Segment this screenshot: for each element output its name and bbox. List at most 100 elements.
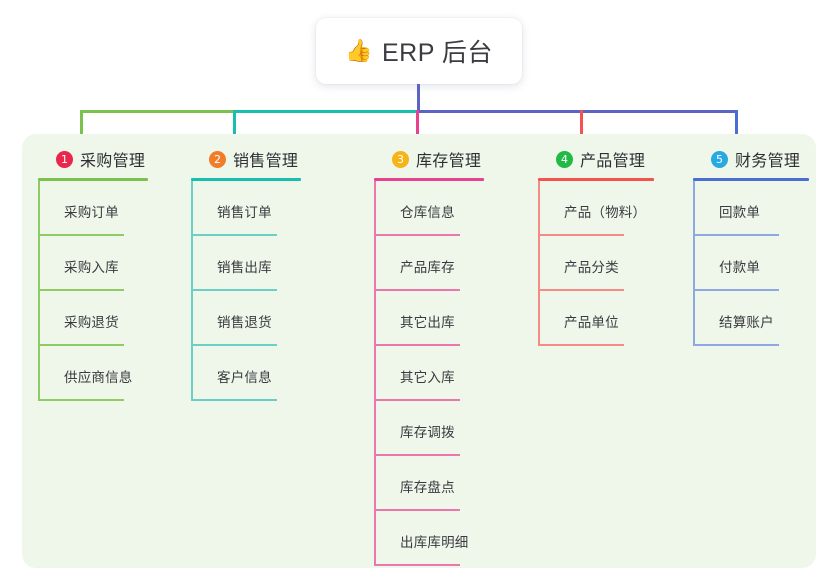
leaf-item-label: 销售订单	[217, 205, 272, 220]
leaf-stem	[374, 511, 376, 566]
branch-items-2: 销售订单销售出库销售退货客户信息	[191, 181, 351, 401]
leaf-item[interactable]: 销售订单	[191, 181, 351, 236]
branch-badge-2: 2	[209, 150, 226, 168]
leaf-item[interactable]: 产品分类	[538, 236, 698, 291]
leaf-item[interactable]: 客户信息	[191, 346, 351, 401]
leaf-item-label: 产品（物料）	[564, 205, 647, 220]
branch-column-2: 2 销售管理 销售订单销售出库销售退货客户信息	[191, 146, 351, 401]
leaf-stem	[38, 181, 40, 236]
leaf-item[interactable]: 出库库明细	[374, 511, 534, 566]
leaf-stem	[538, 236, 540, 291]
branch-badge-3: 3	[392, 150, 409, 168]
leaf-underline	[191, 234, 277, 236]
branch-header-2[interactable]: 2 销售管理	[191, 146, 351, 172]
leaf-item-label: 其它出库	[400, 315, 455, 330]
leaf-underline	[374, 454, 460, 456]
leaf-stem	[374, 181, 376, 236]
branch-header-5[interactable]: 5 财务管理	[693, 146, 839, 172]
leaf-item[interactable]: 其它入库	[374, 346, 534, 401]
branch-badge-1: 1	[56, 150, 73, 168]
leaf-underline	[538, 289, 624, 291]
leaf-item-label: 结算账户	[719, 315, 774, 330]
branch-title-1: 采购管理	[80, 153, 146, 170]
branch-column-3: 3 库存管理 仓库信息产品库存其它出库其它入库库存调拨库存盘点出库库明细	[374, 146, 534, 566]
leaf-stem	[693, 291, 695, 346]
leaf-stem	[374, 346, 376, 401]
leaf-stem	[374, 401, 376, 456]
leaf-item[interactable]: 销售出库	[191, 236, 351, 291]
branch-badge-5: 5	[711, 150, 728, 168]
branch-header-1[interactable]: 1 采购管理	[38, 146, 198, 172]
leaf-item[interactable]: 销售退货	[191, 291, 351, 346]
leaf-stem	[693, 181, 695, 236]
branch-badge-4: 4	[556, 150, 573, 168]
leaf-item-label: 采购退货	[64, 315, 119, 330]
leaf-underline	[538, 344, 624, 346]
leaf-stem	[538, 181, 540, 236]
leaf-item-label: 库存调拨	[400, 425, 455, 440]
branch-header-3[interactable]: 3 库存管理	[374, 146, 534, 172]
leaf-item-label: 采购订单	[64, 205, 119, 220]
leaf-item[interactable]: 库存盘点	[374, 456, 534, 511]
leaf-item[interactable]: 供应商信息	[38, 346, 198, 401]
leaf-underline	[191, 399, 277, 401]
leaf-item[interactable]: 产品单位	[538, 291, 698, 346]
leaf-stem	[38, 346, 40, 401]
leaf-item[interactable]: 采购订单	[38, 181, 198, 236]
leaf-stem	[693, 236, 695, 291]
leaf-item-label: 销售退货	[217, 315, 272, 330]
leaf-item[interactable]: 产品库存	[374, 236, 534, 291]
leaf-item-label: 回款单	[719, 205, 761, 220]
leaf-item[interactable]: 产品（物料）	[538, 181, 698, 236]
leaf-item-label: 仓库信息	[400, 205, 455, 220]
thumbs-up-icon: 👍	[345, 38, 373, 63]
leaf-item-label: 产品库存	[400, 260, 455, 275]
leaf-stem	[538, 291, 540, 346]
leaf-item[interactable]: 仓库信息	[374, 181, 534, 236]
leaf-stem	[38, 236, 40, 291]
branch-title-3: 库存管理	[416, 153, 482, 170]
leaf-underline	[38, 234, 124, 236]
leaf-underline	[374, 289, 460, 291]
branch-items-5: 回款单付款单结算账户	[693, 181, 839, 346]
root-node-card[interactable]: 👍 ERP 后台	[316, 18, 522, 84]
leaf-underline	[38, 344, 124, 346]
leaf-item[interactable]: 结算账户	[693, 291, 839, 346]
leaf-underline	[693, 234, 779, 236]
drop-line-col-2	[233, 110, 236, 138]
leaf-underline	[374, 344, 460, 346]
leaf-stem	[191, 236, 193, 291]
leaf-underline	[374, 234, 460, 236]
root-title-text: ERP 后台	[382, 39, 493, 67]
leaf-underline	[538, 234, 624, 236]
leaf-underline	[693, 344, 779, 346]
leaf-stem	[191, 291, 193, 346]
mindmap-panel	[22, 134, 816, 568]
leaf-item-label: 付款单	[719, 260, 761, 275]
leaf-underline	[38, 399, 124, 401]
branch-column-4: 4 产品管理 产品（物料） 产品分类产品单位	[538, 146, 698, 346]
leaf-stem	[191, 181, 193, 236]
bus-bar-segment-blue	[418, 110, 738, 113]
leaf-item-label: 采购入库	[64, 260, 119, 275]
leaf-item[interactable]: 付款单	[693, 236, 839, 291]
branch-column-1: 1 采购管理 采购订单采购入库采购退货供应商信息	[38, 146, 198, 401]
drop-line-col-4	[580, 110, 583, 138]
leaf-item[interactable]: 采购入库	[38, 236, 198, 291]
branch-header-4[interactable]: 4 产品管理	[538, 146, 698, 172]
leaf-underline	[374, 564, 460, 566]
bus-bar-segment-teal	[235, 110, 418, 113]
leaf-item[interactable]: 回款单	[693, 181, 839, 236]
leaf-stem	[374, 236, 376, 291]
leaf-item[interactable]: 其它出库	[374, 291, 534, 346]
branch-underline-5	[693, 178, 809, 181]
branch-underline-4	[538, 178, 654, 181]
leaf-item-label: 销售出库	[217, 260, 272, 275]
leaf-item-label: 产品分类	[564, 260, 619, 275]
leaf-underline	[374, 399, 460, 401]
leaf-stem	[191, 346, 193, 401]
leaf-item[interactable]: 采购退货	[38, 291, 198, 346]
leaf-item-label: 出库库明细	[400, 535, 469, 550]
leaf-item[interactable]: 库存调拨	[374, 401, 534, 456]
leaf-underline	[191, 344, 277, 346]
